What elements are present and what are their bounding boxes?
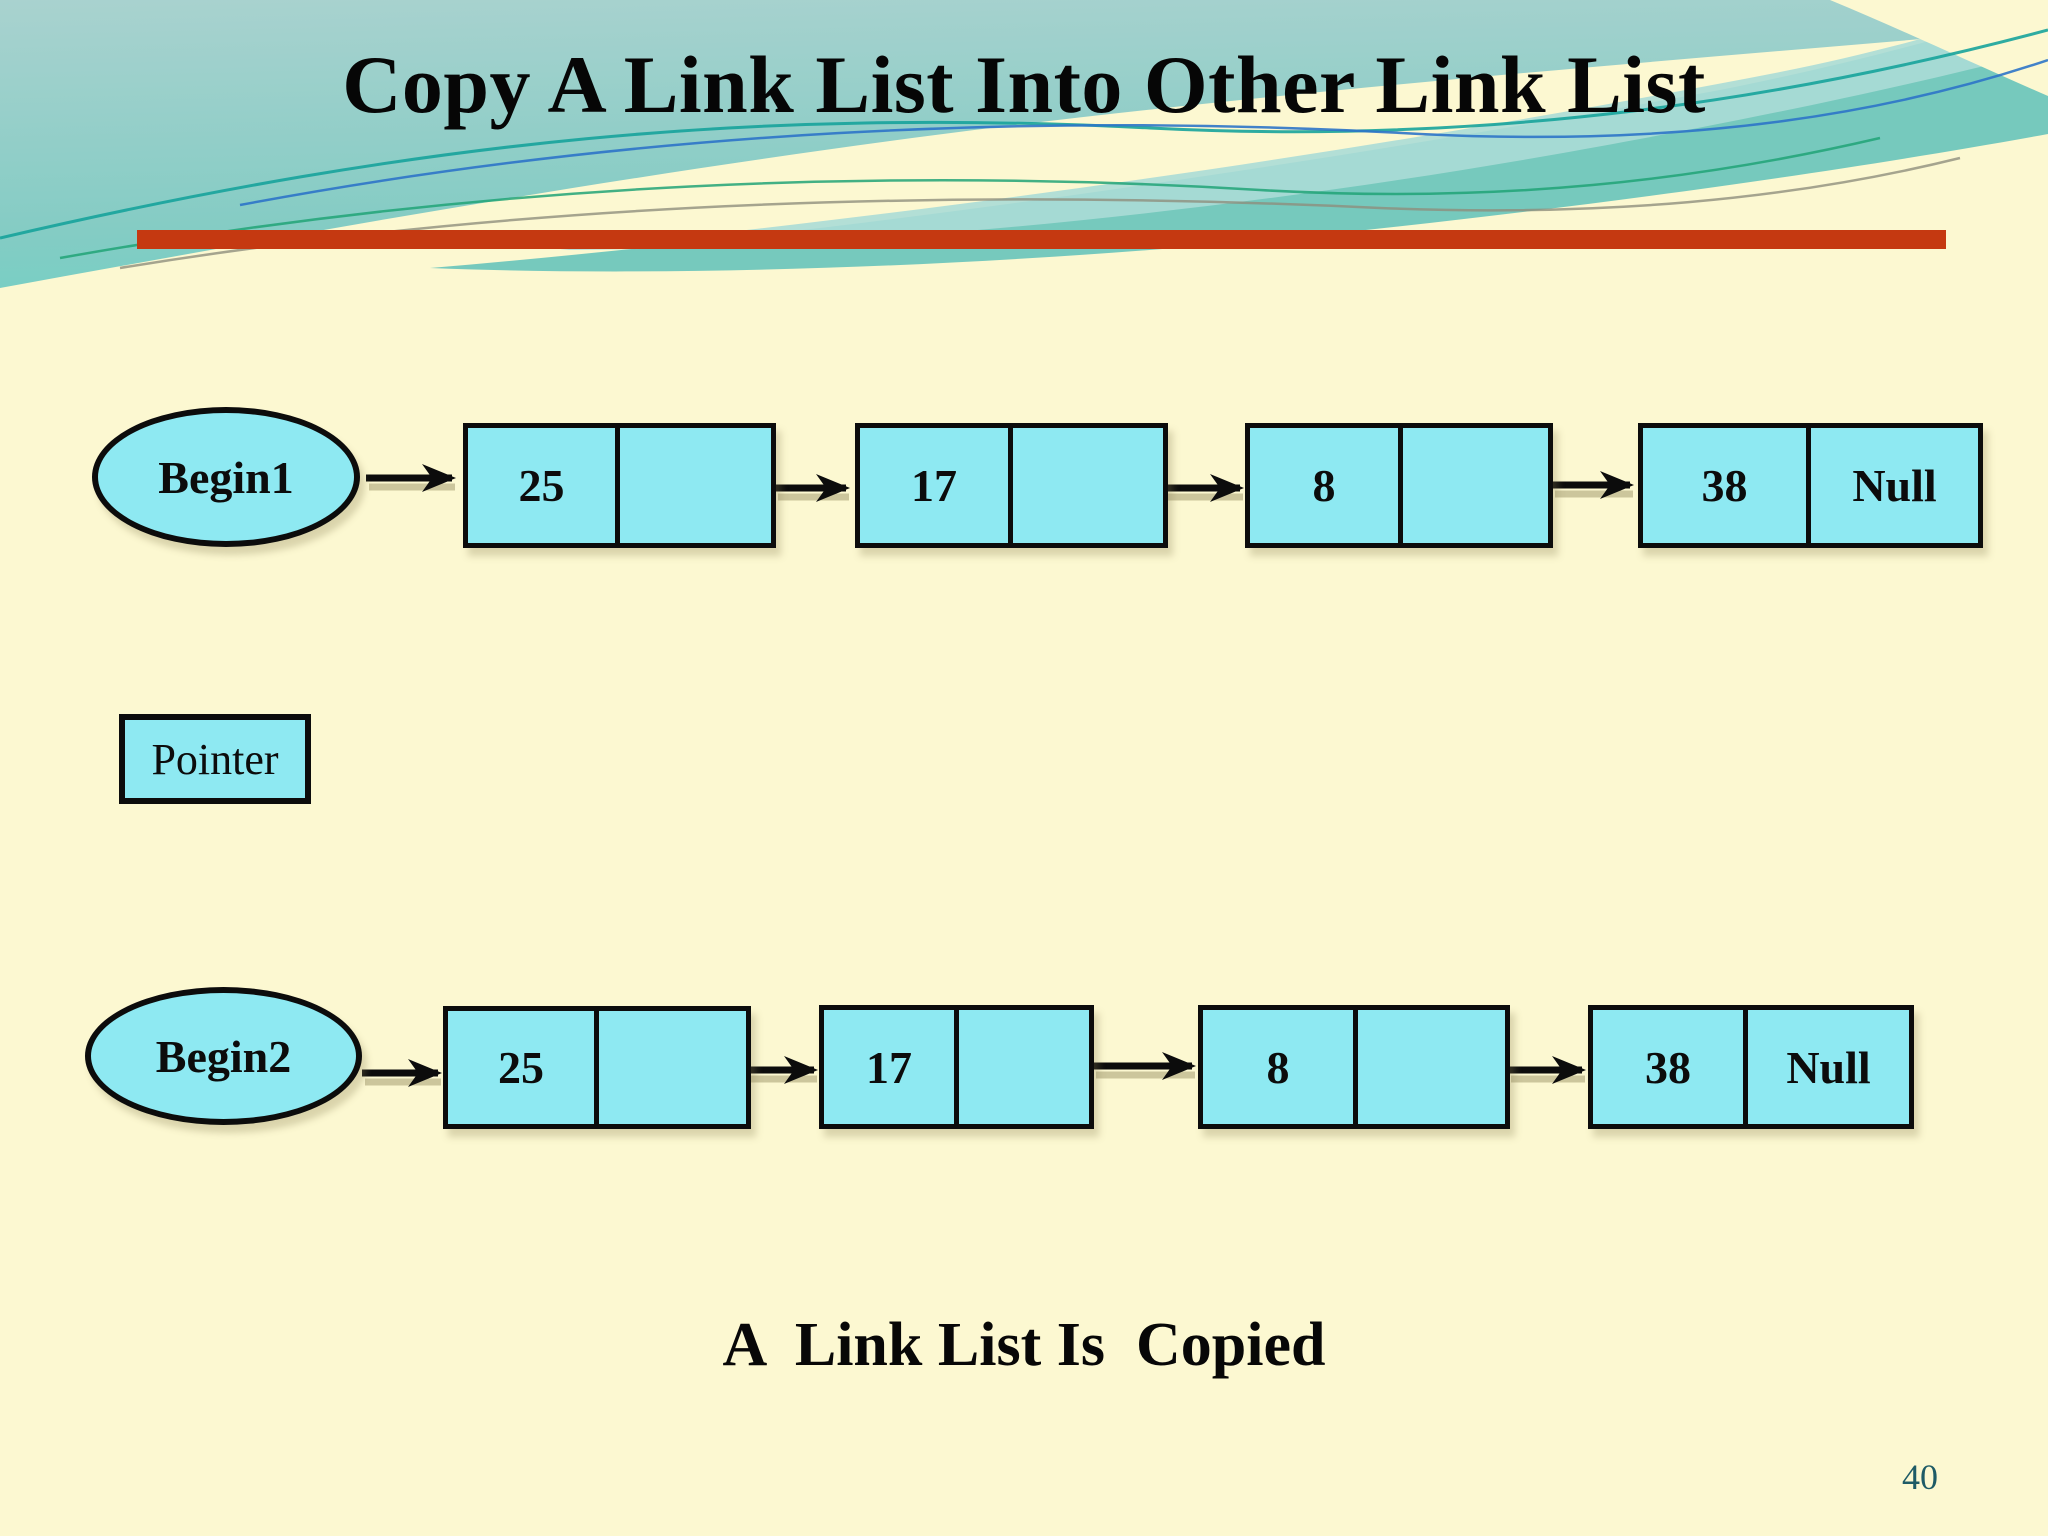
node-data-value: 17 <box>911 460 957 511</box>
node-data-value: 38 <box>1645 1041 1691 1093</box>
arrow-shadows <box>365 483 1633 1086</box>
header-curve-blue <box>239 58 2048 207</box>
node-data-cell: 17 <box>824 1010 959 1124</box>
list1-node-3: 8 <box>1245 423 1553 548</box>
slide-caption: A Link List Is Copied <box>722 1311 1326 1379</box>
node-next-cell <box>959 1010 1089 1124</box>
pointer-box: Pointer <box>119 714 311 804</box>
node-data-cell: 25 <box>448 1011 599 1124</box>
list2-node-4: 38 Null <box>1588 1005 1914 1129</box>
list2-node-3: 8 <box>1198 1005 1510 1129</box>
node-next-value: Null <box>1786 1041 1871 1093</box>
page-number: 40 <box>1902 1457 1938 1497</box>
node-next-cell <box>1013 428 1163 543</box>
node-next-cell: Null <box>1811 428 1978 543</box>
list1-node-4: 38 Null <box>1638 423 1983 548</box>
header-teal-band-medium <box>430 6 2048 272</box>
node-data-cell: 38 <box>1643 428 1811 543</box>
node-next-cell <box>599 1011 746 1124</box>
node-data-value: 38 <box>1701 460 1748 511</box>
node-next-cell <box>620 428 771 543</box>
arrow-lines <box>362 464 1634 1087</box>
header-curve-teal <box>0 28 2048 240</box>
node-data-cell: 17 <box>860 428 1013 543</box>
header-wave-art <box>0 0 2048 420</box>
node-next-cell <box>1403 428 1548 543</box>
node-next-cell: Null <box>1748 1010 1909 1124</box>
node-data-value: 8 <box>1312 460 1336 511</box>
list1-head-label: Begin1 <box>158 451 294 503</box>
node-next-cell <box>1358 1010 1505 1124</box>
node-next-value: Null <box>1852 460 1937 511</box>
list2-node-2: 17 <box>819 1005 1094 1129</box>
slide-title: Copy A Link List Into Other Link List <box>342 39 1706 130</box>
node-data-cell: 25 <box>468 428 620 543</box>
list1-head-ellipse: Begin1 <box>92 407 360 547</box>
list1-node-2: 17 <box>855 423 1168 548</box>
list2-node-1: 25 <box>443 1006 751 1129</box>
node-data-value: 25 <box>498 1042 544 1093</box>
header-curve-gray <box>119 156 1961 270</box>
node-data-cell: 38 <box>1593 1010 1748 1124</box>
list1-node-1: 25 <box>463 423 776 548</box>
list2-head-ellipse: Begin2 <box>85 987 362 1125</box>
node-data-value: 25 <box>518 460 565 511</box>
node-data-cell: 8 <box>1250 428 1403 543</box>
list2-head-label: Begin2 <box>155 1030 292 1082</box>
node-data-value: 8 <box>1266 1041 1290 1093</box>
pointer-label: Pointer <box>151 734 279 784</box>
node-data-value: 17 <box>866 1041 912 1093</box>
title-underline-bar <box>137 230 1946 249</box>
node-data-cell: 8 <box>1203 1010 1358 1124</box>
header-curve-green <box>59 136 1881 260</box>
header-cream-corner-wedge <box>1830 0 2048 96</box>
